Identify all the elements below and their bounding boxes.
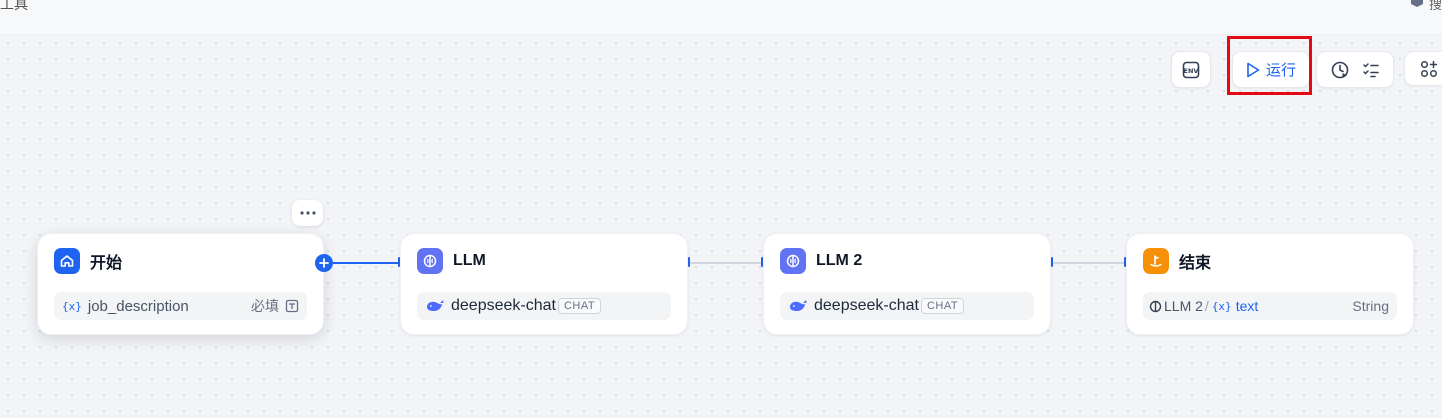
whale-icon	[790, 300, 807, 311]
llm-output-handle[interactable]	[688, 257, 690, 267]
history-button[interactable]	[1330, 60, 1350, 80]
llm-input-handle[interactable]	[398, 257, 400, 267]
edge-llm-llm2[interactable]	[690, 262, 762, 264]
checklist-icon	[1363, 62, 1379, 77]
node-end-title: 结束	[1179, 255, 1212, 272]
run-button-highlight	[1227, 36, 1312, 95]
flag-icon	[1143, 248, 1169, 274]
top-bar: 工具 搜	[0, 0, 1442, 35]
play-icon	[1247, 62, 1260, 77]
start-add-handle[interactable]	[315, 254, 333, 272]
plus-icon	[319, 258, 329, 268]
edge-start-llm[interactable]	[333, 262, 399, 264]
run-label: 运行	[1265, 62, 1296, 79]
home-icon	[54, 248, 80, 274]
llm-brain-icon	[780, 248, 806, 274]
node-llm-title: LLM	[453, 252, 486, 269]
variable-icon: {x}	[62, 299, 82, 313]
llm-model-name: deepseek-chat	[451, 297, 556, 314]
text-input-icon	[285, 299, 299, 313]
node-start-title: 开始	[90, 255, 123, 272]
env-icon: ENV	[1182, 61, 1200, 78]
checklist-button[interactable]	[1362, 61, 1380, 79]
node-llm2[interactable]: LLM 2 deepseek-chat CHAT	[763, 233, 1051, 335]
more-options-button[interactable]	[292, 200, 323, 226]
top-right-label[interactable]: 搜	[1428, 0, 1442, 12]
run-button[interactable]: 运行	[1232, 51, 1310, 88]
end-output-row[interactable]: LLM 2 / {x} text String	[1143, 292, 1397, 320]
add-blocks-icon	[1420, 60, 1438, 77]
source-node-name: LLM 2	[1164, 298, 1203, 314]
env-button[interactable]: ENV	[1171, 51, 1211, 88]
cube-icon[interactable]	[1410, 0, 1424, 8]
node-llm2-title: LLM 2	[816, 252, 863, 269]
variable-icon: {x}	[1211, 299, 1232, 313]
start-variable-row[interactable]: {x} job_description 必填	[54, 292, 307, 320]
edge-llm2-end[interactable]	[1053, 262, 1125, 264]
output-type: String	[1352, 298, 1389, 314]
path-separator: /	[1204, 298, 1209, 314]
model-type-badge: CHAT	[920, 298, 965, 314]
tool-title: 工具	[0, 0, 28, 12]
workflow-canvas[interactable]	[0, 35, 1442, 418]
model-type-badge: CHAT	[557, 298, 602, 314]
llm2-input-handle[interactable]	[761, 257, 763, 267]
variable-name: job_description	[87, 297, 189, 315]
output-variable-name: text	[1235, 298, 1259, 314]
node-llm[interactable]: LLM deepseek-chat CHAT	[400, 233, 688, 335]
llm2-output-handle[interactable]	[1051, 257, 1053, 267]
required-label: 必填	[251, 298, 279, 314]
add-node-button[interactable]	[1404, 51, 1442, 86]
env-label: ENV	[1184, 66, 1199, 74]
llm-model-row[interactable]: deepseek-chat CHAT	[417, 292, 671, 320]
whale-icon	[427, 300, 444, 311]
llm-brain-icon	[1149, 300, 1162, 312]
llm2-model-name: deepseek-chat	[814, 297, 919, 314]
llm-brain-icon	[417, 248, 443, 274]
llm2-model-row[interactable]: deepseek-chat CHAT	[780, 292, 1034, 320]
history-button-group	[1316, 51, 1394, 88]
clock-play-icon	[1331, 61, 1349, 78]
end-input-handle[interactable]	[1124, 257, 1126, 267]
ellipsis-icon	[299, 211, 316, 215]
node-start[interactable]: 开始 {x} job_description 必填	[37, 233, 324, 335]
node-end[interactable]: 结束 LLM 2 / {x} text String	[1126, 233, 1414, 335]
